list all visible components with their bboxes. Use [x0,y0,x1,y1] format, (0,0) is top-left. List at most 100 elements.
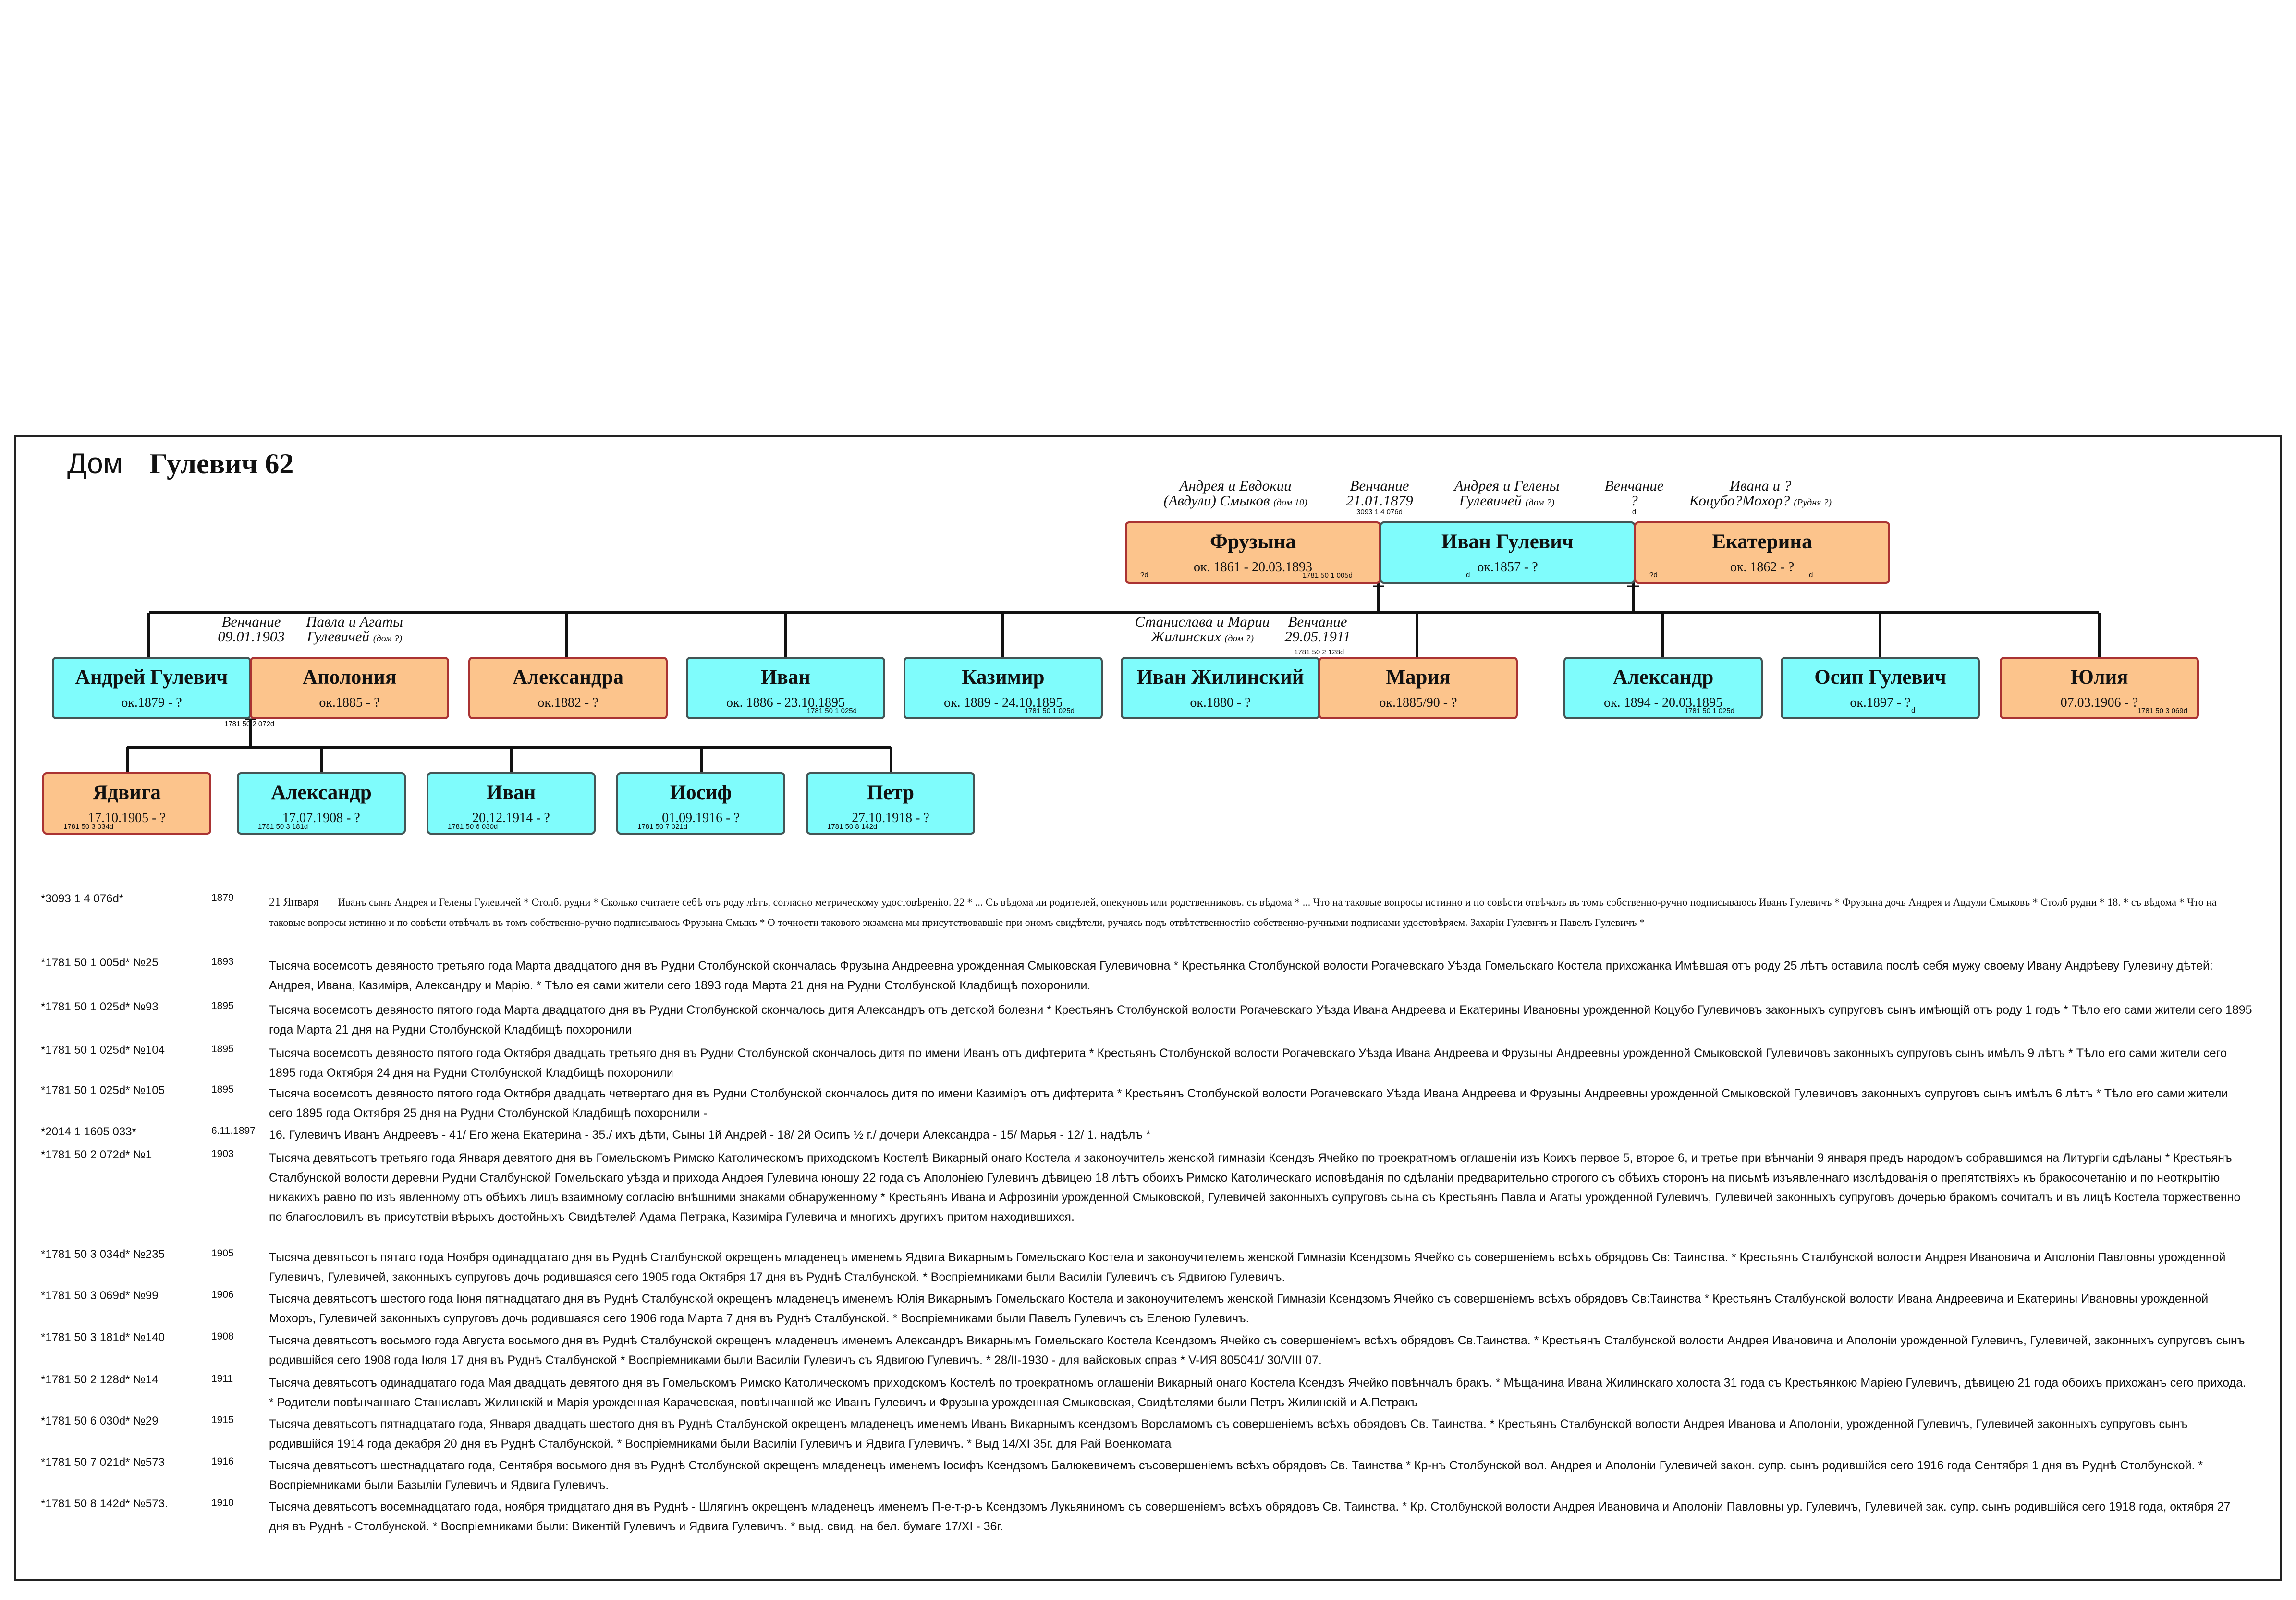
person-dates: ок. 1894 - 20.03.1895 [1604,695,1722,710]
person-ref: 1781 50 2 128d [1294,648,1344,656]
record-text: Тысяча девятьсотъ пятнадцатаго года, Янв… [269,1417,2188,1451]
record-id: *1781 50 3 181d* №140 [41,1331,165,1344]
record-text: Тысяча девятьсотъ пятаго года Ноября оди… [269,1251,2226,1284]
person-dates: ок.1897 - ? [1850,695,1911,710]
record-id: *1781 50 2 128d* №14 [41,1373,159,1386]
person-name: Иван Гулевич [1441,530,1574,553]
person-box-petr[interactable]: Петр 27.10.1918 - ? 1781 50 8 142d [806,772,975,835]
person-box-ivan-1886[interactable]: Иван ок. 1886 - 23.10.1895 1781 50 1 025… [686,657,885,719]
record-year: 1908 [211,1331,234,1342]
person-dates: ок.1885 - ? [319,695,380,710]
person-name: Андрей Гулевич [75,666,228,689]
person-name: Александра [512,666,624,689]
person-name: Петр [867,781,915,804]
person-ref: 1781 50 6 030d [448,823,498,831]
page-frame [14,435,2282,1581]
person-ref: 1781 50 1 005d [1302,571,1353,579]
person-dates: ок.1879 - ? [121,695,182,710]
person-mark: ?d [1649,571,1658,579]
person-dates: ок.1882 - ? [537,695,598,710]
record-year: 1905 [211,1248,234,1259]
annotation-wedding-2: Венчание ? d [1604,477,1664,516]
person-box-aleksandr-1908[interactable]: Александр 17.07.1908 - ? 1781 50 3 181d [237,772,406,835]
record-year: 6.11.1897 [211,1125,256,1136]
annotation-parents-ekaterina: Ивана и ? Коцубо?Мохор? (Рудня ?) [1689,477,1832,509]
record-id: *1781 50 1 025d* №105 [41,1084,165,1097]
person-dates: ок.1880 - ? [1190,695,1251,710]
person-name: Аполония [302,666,397,689]
record-id: *1781 50 1 005d* №25 [41,956,159,969]
person-ref: 1781 50 2 072d [224,720,275,728]
person-name: Иван [486,781,536,804]
person-dates: 17.10.1905 - ? [88,811,166,825]
person-dates: 01.09.1916 - ? [662,811,740,825]
record-year: 1918 [211,1497,234,1508]
person-name: Фрузына [1210,530,1296,553]
person-box-ekaterina[interactable]: Екатерина ок. 1862 - ? ?d d [1634,521,1890,584]
person-ref: 1781 50 3 181d [258,823,308,831]
record-id: *1781 50 1 025d* №93 [41,1000,159,1013]
record-id: *1781 50 1 025d* №104 [41,1044,165,1057]
title-prefix: Дом [67,447,123,480]
person-name: Иван [761,666,810,689]
record-year: 1895 [211,1084,234,1095]
person-dates: ок. 1861 - 20.03.1893 [1194,560,1312,575]
record-id: *1781 50 7 021d* №573 [41,1456,165,1469]
annotation-parents-zhilinsky: Станислава и Марии Жилинских (дом ?) [1135,613,1270,645]
person-box-iosif[interactable]: Иосиф 01.09.1916 - ? 1781 50 7 021d [616,772,785,835]
person-ref: 1781 50 3 034d [63,823,114,831]
person-box-ivan-1914[interactable]: Иван 20.12.1914 - ? 1781 50 6 030d [427,772,596,835]
record-id: *2014 1 1605 033* [41,1125,136,1138]
person-name: Иван Жилинский [1136,666,1304,689]
person-mark-2: d [1809,571,1813,579]
person-ref: 1781 50 8 142d [827,823,878,831]
person-name: Мария [1386,666,1451,689]
person-box-ivan-zhilinsky[interactable]: Иван Жилинский ок.1880 - ? [1121,657,1320,719]
person-box-osip[interactable]: Осип Гулевич ок.1897 - ? d [1781,657,1980,719]
person-ref: 1781 50 1 025d [1024,707,1075,715]
annotation-wedding-1911: Венчание 29.05.1911 [1284,613,1351,645]
record-year: 1895 [211,1044,234,1055]
record-id: *3093 1 4 076d* [41,892,124,905]
person-ref: 1781 50 7 021d [637,823,688,831]
person-box-aleksandra[interactable]: Александра ок.1882 - ? [468,657,668,719]
person-ref: 1781 50 1 025d [1684,707,1734,715]
person-name: Александр [1612,666,1714,689]
record-year: 1879 [211,892,234,903]
person-name: Екатерина [1712,530,1812,553]
title-house-name: Гулевич 62 [149,448,294,480]
record-year: 1893 [211,956,234,967]
record-text: Тысяча девятьсотъ восьмого года Августа … [269,1334,2245,1367]
record-text: 16. Гулевичъ Иванъ Андреевъ - 41/ Его же… [269,1128,1151,1142]
record-year: 1911 [211,1373,233,1384]
person-box-yulia[interactable]: Юлия 07.03.1906 - ? 1781 50 3 069d [2000,657,2199,719]
annotation-wedding-1879: Венчание 21.01.1879 3093 1 4 076d [1346,477,1413,516]
record-id: *1781 50 3 069d* №99 [41,1289,159,1302]
person-box-maria[interactable]: Мария ок.1885/90 - ? 1781 50 2 128d [1294,648,1518,719]
person-box-yadviga[interactable]: Ядвига 17.10.1905 - ? 1781 50 3 034d [42,772,211,835]
record-text: Тысяча девятьсотъ шестого года Iюня пятн… [269,1292,2209,1325]
person-box-ivan-gulevich[interactable]: Иван Гулевич ок.1857 - ? d [1380,521,1636,584]
record-id: *1781 50 6 030d* №29 [41,1415,159,1428]
person-name: Юлия [2070,666,2128,689]
person-box-apolonia[interactable]: Аполония ок.1885 - ? [250,657,449,719]
person-dates: ок. 1862 - ? [1730,560,1795,575]
record-text: Тысяча девятьсотъ одинадцатаго года Мая … [269,1376,2247,1409]
person-box-fruzyna[interactable]: Фрузына ок. 1861 - 20.03.1893 ?d 1781 50… [1125,521,1381,584]
record-year: 1895 [211,1000,234,1011]
record-text: Тысяча девятьсотъ шестнадцатаго года, Се… [269,1459,2203,1492]
record-year: 1916 [211,1456,234,1467]
record-text: Тысяча девятьсотъ восемнадцатаго года, н… [269,1500,2231,1533]
person-box-andrei[interactable]: Андрей Гулевич ок.1879 - ? 1781 50 2 072… [52,657,274,728]
person-mark: ?d [1140,571,1148,579]
annotation-wedding-1903: Венчание 09.01.1903 [218,613,285,645]
person-name: Ядвига [93,781,161,804]
person-box-kazimir[interactable]: Казимир ок. 1889 - 24.10.1895 1781 50 1 … [904,657,1103,719]
person-dates: 20.12.1914 - ? [472,811,550,825]
person-box-aleksandr-1894[interactable]: Александр ок. 1894 - 20.03.1895 1781 50 … [1563,657,1763,719]
person-dates: 27.10.1918 - ? [852,811,929,825]
record-text: Тысяча девятьсотъ третьяго года Января д… [269,1151,2241,1224]
record-text: Тысяча восемсотъ девяносто пятого года О… [269,1087,2228,1120]
annotation-parents-apolonia: Павла и Агаты Гулевичей (дом ?) [306,613,403,645]
